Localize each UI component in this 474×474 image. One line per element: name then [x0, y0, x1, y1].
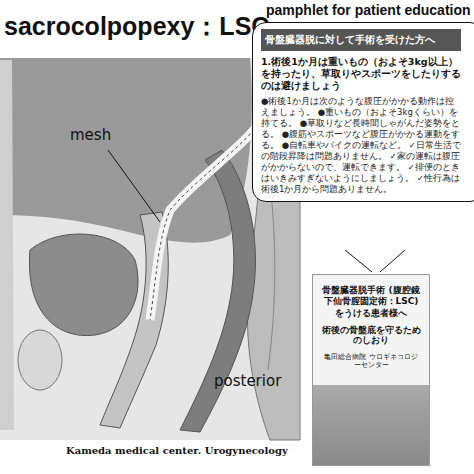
callout-body: 骨盤臓器脱に対して手術を受けた方へ 1.術後1か月は重いもの（およそ3kg以上）を… — [252, 22, 474, 202]
booklet-subtitle: 術後の骨盤底を守るためのしおり — [319, 325, 423, 346]
pamphlet-callout: pamphlet for patient education骨盤臓器脱に対して手… — [252, 2, 474, 202]
diagram-title: sacrocolpopexy：LSC — [4, 10, 269, 43]
banner-text: 骨盤臓器脱に対して手術を受けた方へ — [261, 29, 461, 51]
booklet-publisher: 亀田総合病院 ウロギネコロジーセンター — [319, 352, 423, 371]
mesh-stitches — [150, 120, 262, 320]
abdominal-cavity — [0, 58, 252, 243]
part-label: mesh — [68, 126, 113, 144]
body-text: ●術後1か月は次のような腹圧がかかる動作は控えましょう。 ●重いもの（およそ3k… — [261, 96, 461, 195]
bubble-tail — [345, 250, 405, 272]
booklet-title: 骨盤臓器脱手術 (腹腔鏡下仙骨腟固定術：LSC) をうける患者様へ — [319, 285, 423, 319]
credit-note: Kameda medical center. Urogynecology — [66, 445, 288, 456]
pubic-bone — [18, 330, 62, 390]
bladder — [29, 234, 138, 336]
callout-heading: pamphlet for patient education — [252, 2, 474, 22]
section-heading: 1.術後1か月は重いもの（およそ3kg以上）を持ったり、草取りやスポーツをしたり… — [261, 56, 461, 92]
orientation-label: posterior — [214, 372, 281, 390]
mesh — [150, 120, 262, 320]
pamphlet-booklet: 骨盤臓器脱手術 (腹腔鏡下仙骨腟固定術：LSC) をうける患者様へ術後の骨盤底を… — [312, 274, 430, 466]
abdominal-wall — [0, 60, 14, 430]
leader-line — [108, 150, 160, 222]
